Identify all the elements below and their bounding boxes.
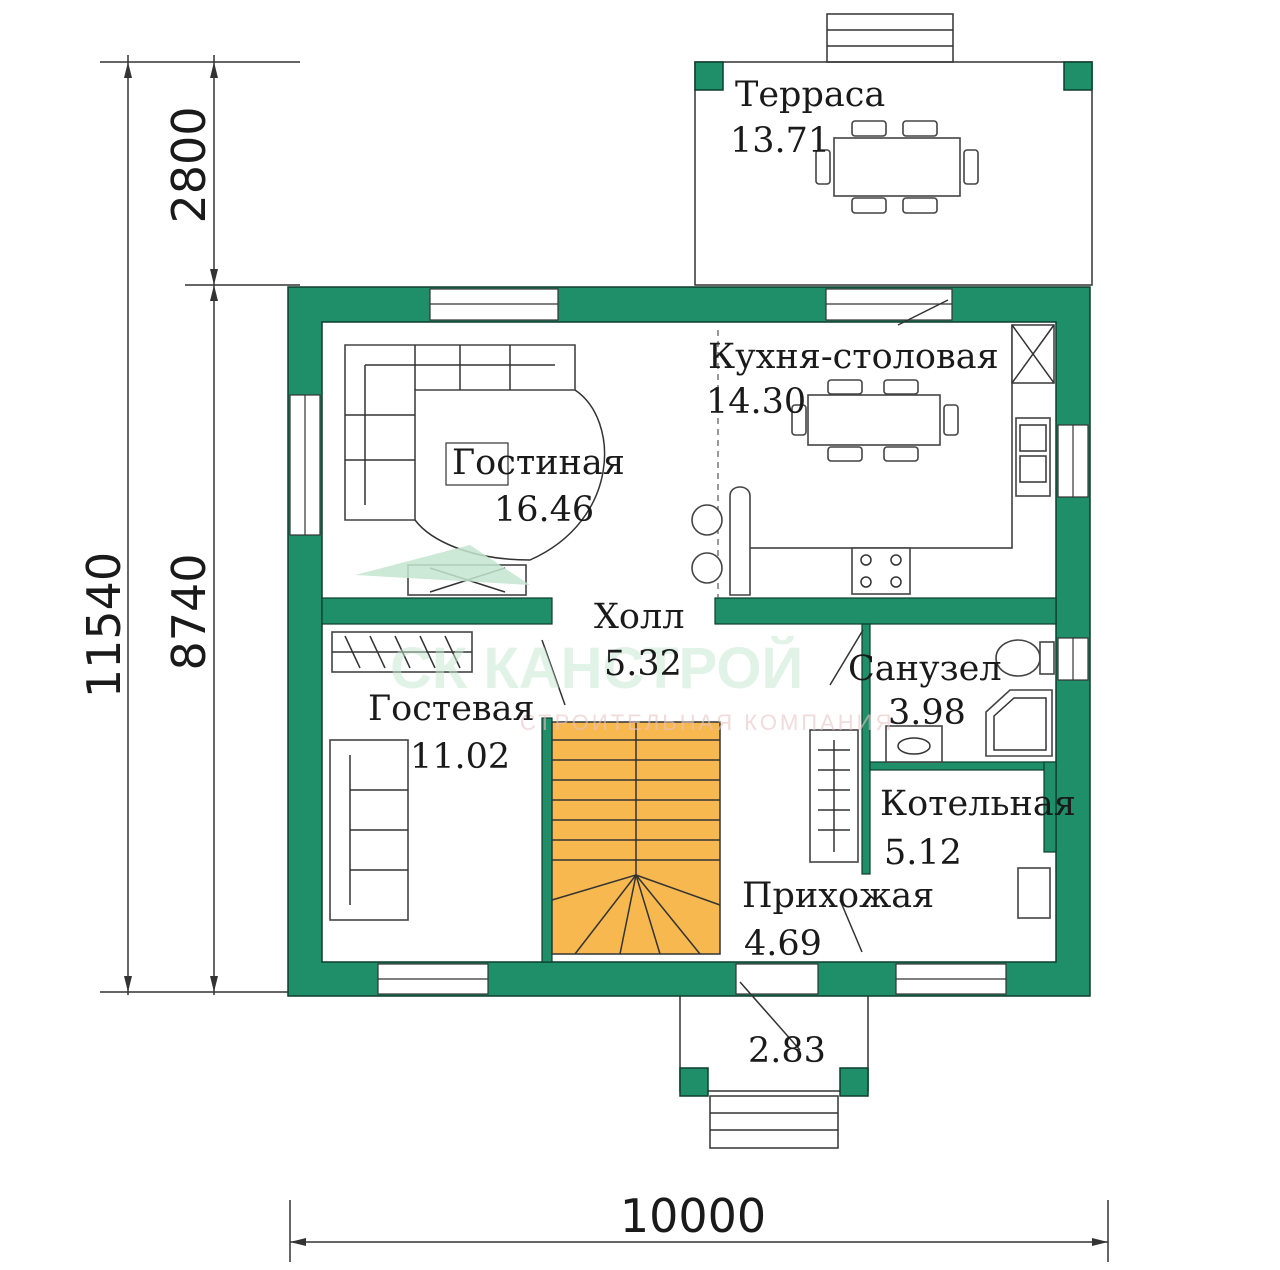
bathroom-name: Санузел <box>848 649 1002 689</box>
terrace-area: 13.71 <box>730 121 830 161</box>
dim-house-height: 8740 <box>162 553 216 670</box>
bathroom-area: 3.98 <box>888 693 966 733</box>
dimension-lines <box>100 55 1109 1262</box>
terrace-name: Терраса <box>735 75 885 115</box>
porch <box>679 994 869 1149</box>
entrance-area: 4.69 <box>744 924 822 964</box>
entrance-name: Прихожая <box>742 876 934 916</box>
entrance-wardrobe <box>809 729 859 863</box>
hall-area: 5.32 <box>604 644 682 684</box>
guest-sofa <box>329 739 409 921</box>
doors <box>541 299 949 1051</box>
boiler-area: 5.12 <box>884 833 962 873</box>
terrace <box>694 13 1093 286</box>
boiler-unit <box>1017 867 1051 919</box>
terrace-dining-table <box>815 120 979 214</box>
dim-terrace-depth: 2800 <box>162 106 216 223</box>
living-area: 16.46 <box>494 490 594 530</box>
interior-walls <box>321 597 1057 963</box>
dim-total-height: 11540 <box>77 552 131 698</box>
boiler-name: Котельная <box>880 784 1076 824</box>
dim-width: 10000 <box>620 1189 766 1243</box>
hall-name: Холл <box>594 597 684 637</box>
staircase <box>551 721 721 955</box>
guest-wardrobe <box>331 631 473 673</box>
guest-area: 11.02 <box>410 737 510 777</box>
living-room-sofa <box>344 344 606 561</box>
living-name: Гостиная <box>452 443 625 483</box>
guest-name: Гостевая <box>368 689 535 729</box>
bathroom-fixtures <box>885 639 1055 763</box>
porch-area: 2.83 <box>748 1031 826 1071</box>
exterior-walls <box>287 286 1091 997</box>
watermark-title: СК КАНСТРОЙ <box>390 636 803 701</box>
kitchen-name: Кухня-столовая <box>708 337 999 377</box>
kitchen-area: 14.30 <box>706 382 806 422</box>
windows <box>289 288 1089 995</box>
kitchen-counter <box>691 324 1055 596</box>
watermark: СК КАНСТРОЙ СТРОИТЕЛЬНАЯ КОМПАНИЯ <box>355 545 894 735</box>
watermark-subtitle: СТРОИТЕЛЬНАЯ КОМПАНИЯ <box>520 710 894 735</box>
kitchen-dining-table <box>791 379 959 462</box>
